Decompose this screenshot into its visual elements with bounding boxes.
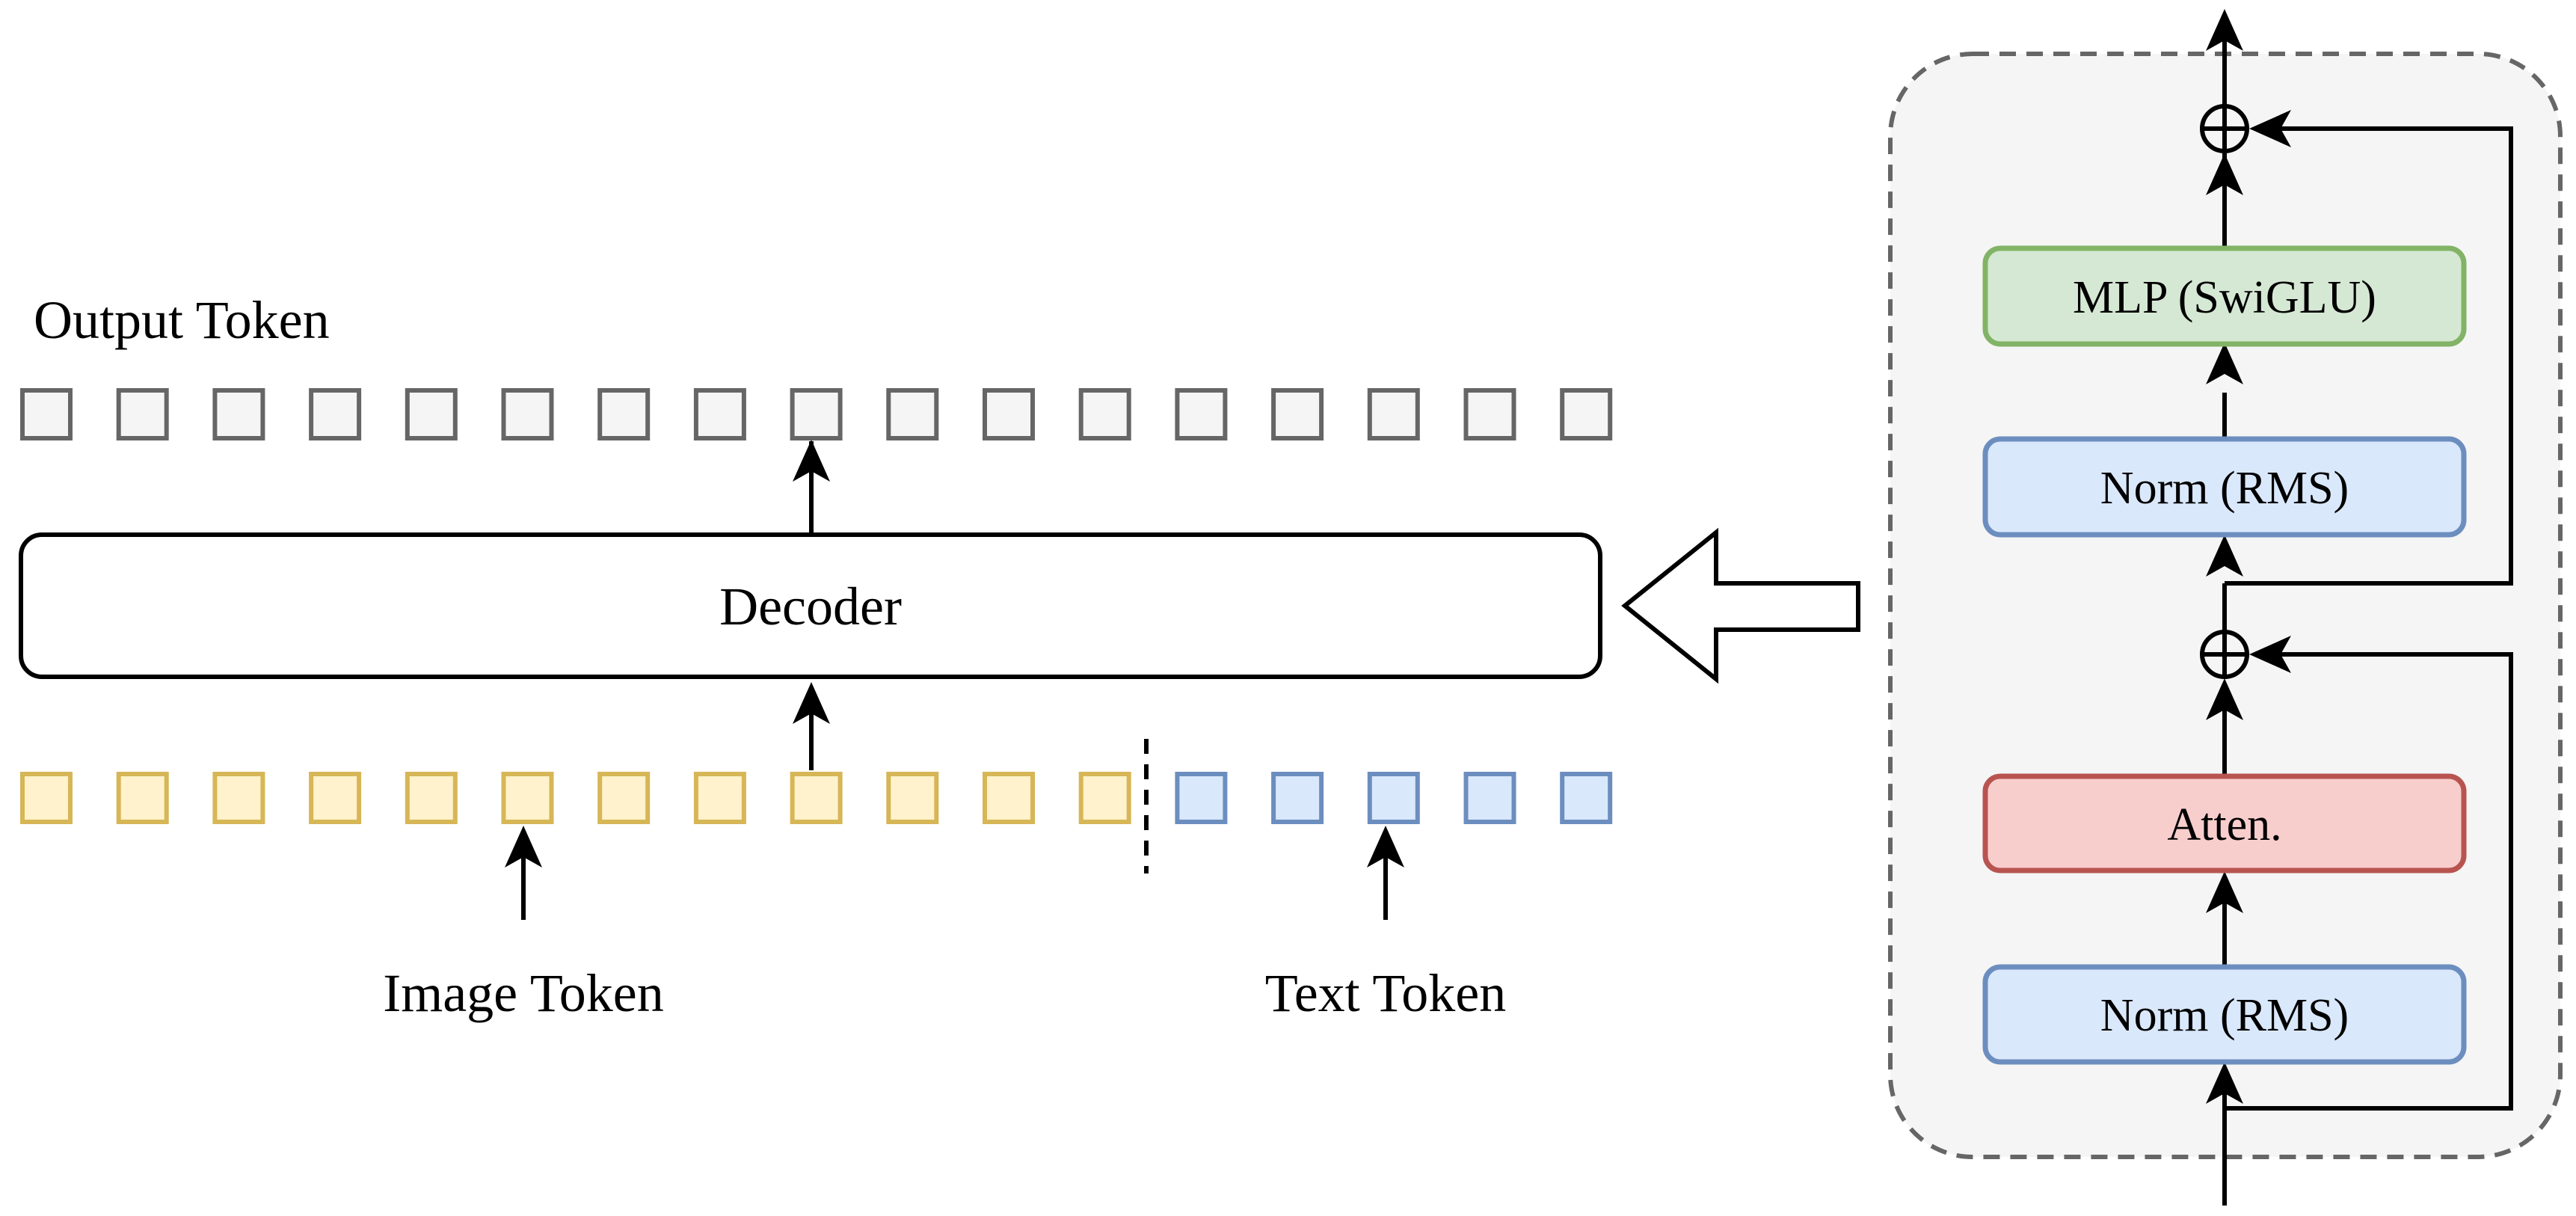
norm-box-bottom xyxy=(1982,964,2467,1065)
output-token-square xyxy=(886,388,939,440)
add-node-top xyxy=(2200,104,2249,153)
flow-arrowhead-atten xyxy=(2206,871,2243,913)
flow-arrowhead-add1 xyxy=(2206,678,2243,720)
output-token-square xyxy=(212,388,265,440)
residual-path-2 xyxy=(2225,126,2513,586)
output-token-square xyxy=(20,388,73,440)
norm-label-bottom: Norm (RMS) xyxy=(2100,990,2349,1041)
output-token-label: Output Token xyxy=(34,290,330,350)
image-token-square xyxy=(20,772,73,824)
output-token-square xyxy=(116,388,169,440)
output-token-square xyxy=(597,388,651,440)
input-token-row xyxy=(20,772,1613,824)
output-token-square xyxy=(1175,388,1228,440)
block-to-decoder-arrow xyxy=(1621,527,1860,684)
residual-path-1 xyxy=(2225,652,2513,1111)
decoder-label: Decoder xyxy=(719,577,902,636)
output-token-square xyxy=(790,388,843,440)
norm-label-top: Norm (RMS) xyxy=(2100,463,2349,514)
text-token-square xyxy=(1175,772,1228,824)
image-token-square xyxy=(212,772,265,824)
output-token-square xyxy=(693,388,746,440)
output-token-square xyxy=(309,388,362,440)
output-token-square xyxy=(501,388,554,440)
output-token-square xyxy=(1463,388,1516,440)
image-token-square xyxy=(983,772,1035,824)
flow-arrowhead-norm2 xyxy=(2206,535,2243,577)
image-token-square xyxy=(693,772,746,824)
output-token-square xyxy=(1560,388,1613,440)
image-token-square xyxy=(597,772,651,824)
text-token-label: Text Token xyxy=(1265,963,1507,1023)
residual-arrowhead-1 xyxy=(2249,636,2291,673)
add-node-bottom xyxy=(2200,630,2249,679)
atten-label: Atten. xyxy=(2167,799,2281,850)
image-token-square xyxy=(501,772,554,824)
text-token-square xyxy=(1271,772,1324,824)
mlp-box xyxy=(1982,245,2467,347)
output-token-square xyxy=(983,388,1035,440)
output-token-square xyxy=(1078,388,1131,440)
mlp-label: MLP (SwiGLU) xyxy=(2073,272,2376,323)
image-token-square xyxy=(1078,772,1131,824)
text-token-square xyxy=(1463,772,1516,824)
image-token-square xyxy=(116,772,169,824)
image-token-square xyxy=(309,772,362,824)
image-token-square xyxy=(790,772,843,824)
output-token-row xyxy=(20,388,1613,440)
output-token-square xyxy=(1367,388,1420,440)
decoder-box xyxy=(19,532,1602,679)
flow-arrowhead-mlp xyxy=(2206,343,2243,384)
output-token-square xyxy=(405,388,458,440)
decoder-output-arrowhead xyxy=(793,440,830,482)
text-token-square xyxy=(1367,772,1420,824)
flow-arrowhead-norm1 xyxy=(2206,1062,2243,1104)
atten-box xyxy=(1982,773,2467,873)
image-token-square xyxy=(405,772,458,824)
output-token-square xyxy=(1271,388,1324,440)
text-token-arrowhead xyxy=(1367,826,1404,868)
flow-arrowhead-output xyxy=(2206,9,2243,51)
image-token-arrowhead xyxy=(505,826,542,868)
norm-box-top xyxy=(1982,436,2467,538)
image-token-label: Image Token xyxy=(383,963,664,1023)
residual-arrowhead-2 xyxy=(2249,110,2291,147)
input-decoder-arrowhead xyxy=(793,682,830,724)
text-token-square xyxy=(1560,772,1613,824)
image-token-square xyxy=(886,772,939,824)
flow-arrowhead-add2 xyxy=(2206,153,2243,195)
